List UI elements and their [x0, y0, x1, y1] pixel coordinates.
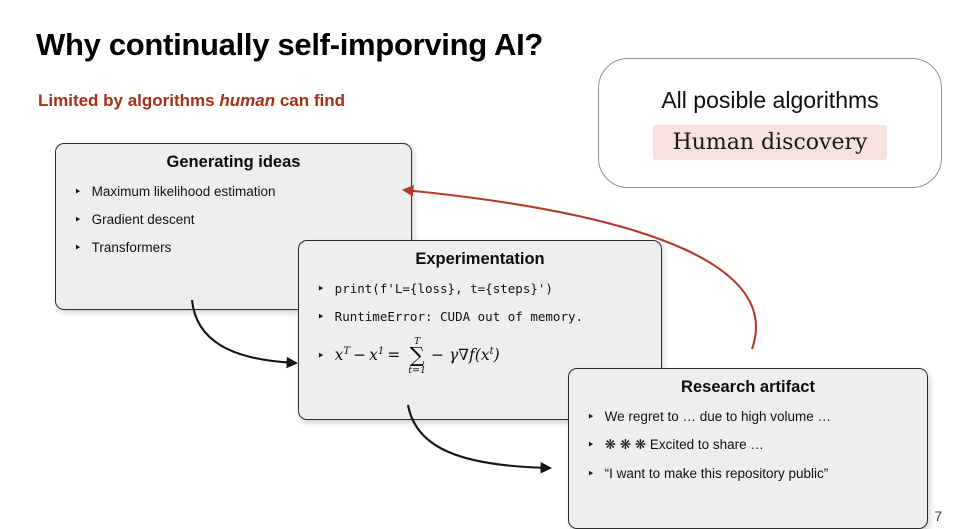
card-research-artifact: Research artifact We regret to … due to …	[568, 368, 928, 529]
list-item: Transformers	[74, 240, 397, 255]
caption-suffix: can find	[275, 91, 345, 110]
bullet-icon	[74, 212, 82, 227]
formula-part: )	[493, 345, 500, 364]
list-item: “I want to make this repository public”	[587, 466, 913, 481]
formula-part: t	[489, 345, 494, 357]
bullet-text: Maximum likelihood estimation	[91, 184, 276, 199]
formula-part: −	[353, 345, 367, 364]
formula-part: 1	[377, 345, 385, 357]
list-item: RuntimeError: CUDA out of memory.	[317, 309, 647, 324]
list-item: xT−x1=T∑t=1− γ∇f(xt)	[317, 337, 647, 375]
list-item: Maximum likelihood estimation	[74, 184, 397, 199]
formula-part: − γ∇f(x	[431, 345, 490, 364]
human-discovery-label: Human discovery	[672, 129, 868, 155]
code-text: print(f'L={loss}, t={steps}')	[334, 281, 553, 296]
gradient-descent-formula: xT−x1=T∑t=1− γ∇f(xt)	[335, 337, 500, 375]
formula-part: t=1	[408, 364, 427, 376]
bullet-icon	[587, 466, 595, 481]
bullet-text: ❋ ❋ ❋ Excited to share …	[604, 437, 764, 452]
formula-part: =	[387, 345, 401, 364]
caption-emphasis: human	[219, 91, 276, 110]
bullet-icon	[74, 184, 82, 199]
list-item: We regret to … due to high volume …	[587, 409, 913, 424]
all-possible-algorithms-box: All posible algorithms Human discovery	[598, 58, 942, 188]
code-text: RuntimeError: CUDA out of memory.	[334, 309, 584, 324]
card-generating-ideas-title: Generating ideas	[166, 153, 301, 171]
human-discovery-box: Human discovery	[652, 124, 888, 160]
caption-prefix: Limited by algorithms	[38, 91, 220, 110]
bullet-text: We regret to … due to high volume …	[604, 409, 832, 424]
all-possible-algorithms-label: All posible algorithms	[661, 86, 879, 113]
formula-part: x	[334, 345, 344, 364]
bullet-icon	[587, 409, 595, 424]
formula-part: T	[343, 345, 351, 357]
limited-by-algorithms-caption: Limited by algorithms human can find	[38, 91, 345, 111]
bullet-icon	[317, 281, 325, 296]
bullet-icon	[74, 240, 82, 255]
formula-part: ∑	[409, 343, 425, 368]
page-number: 7	[934, 509, 942, 524]
list-item: print(f'L={loss}, t={steps}')	[317, 281, 647, 296]
bullet-text: Gradient descent	[91, 212, 195, 227]
bullet-icon	[587, 437, 595, 452]
bullet-text: “I want to make this repository public”	[604, 466, 829, 481]
summation-symbol: T∑t=1	[408, 337, 426, 375]
card-experimentation-title: Experimentation	[415, 250, 545, 268]
slide-title: Why continually self-imporving AI?	[36, 26, 544, 62]
bullet-icon	[317, 348, 325, 363]
formula-part: x	[369, 345, 378, 364]
bullet-text: Transformers	[91, 240, 172, 255]
list-item: ❋ ❋ ❋ Excited to share …	[587, 437, 913, 453]
card-generating-ideas: Generating ideas Maximum likelihood esti…	[55, 143, 412, 310]
list-item: Gradient descent	[74, 212, 397, 227]
bullet-icon	[317, 309, 325, 324]
card-research-artifact-title: Research artifact	[681, 378, 815, 396]
